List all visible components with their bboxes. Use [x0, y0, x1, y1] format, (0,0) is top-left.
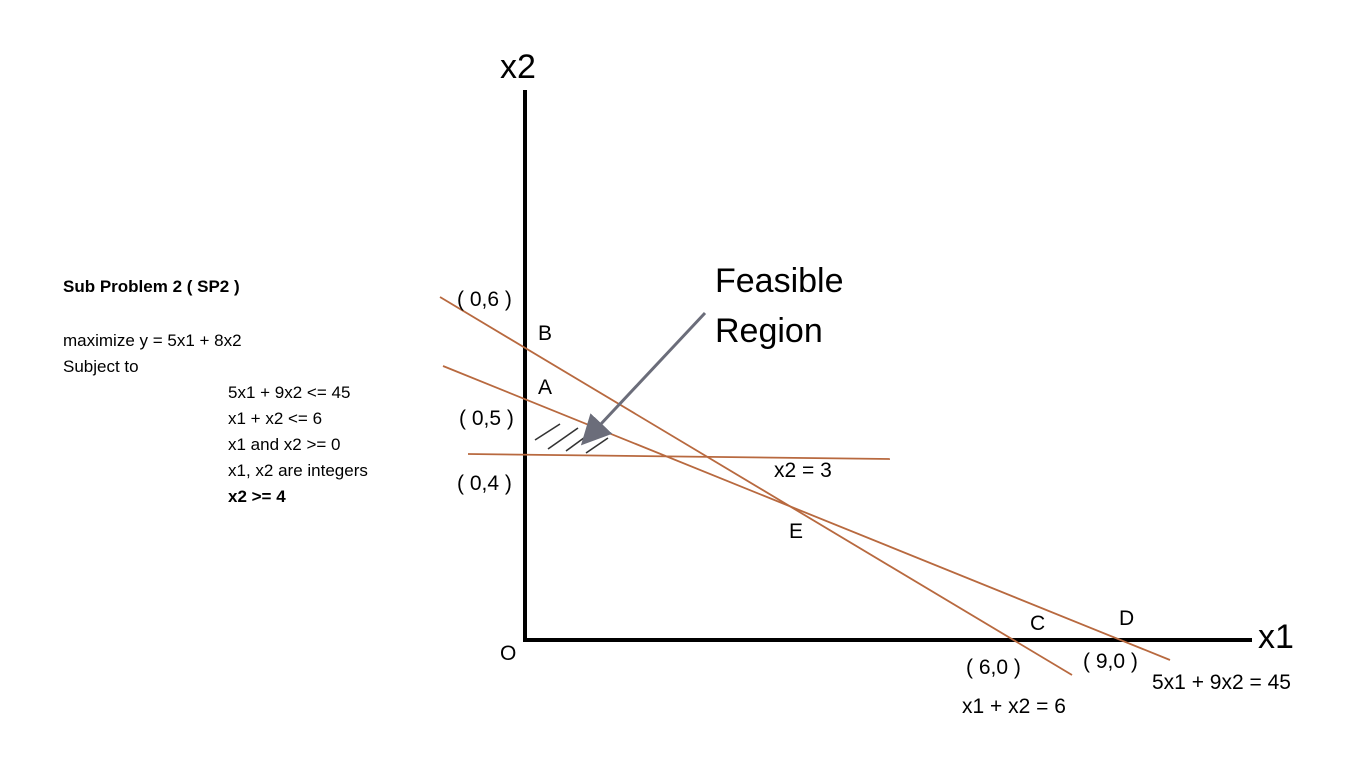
point-d-label: D	[1119, 607, 1134, 630]
problem-title: Sub Problem 2 ( SP2 )	[63, 277, 240, 296]
intercept-0-5: ( 0,5 )	[459, 407, 514, 430]
problem-statement: Sub Problem 2 ( SP2 ) maximize y = 5x1 +…	[63, 274, 368, 510]
line-x1-plus-x2-6-label: x1 + x2 = 6	[962, 695, 1066, 718]
constraint-3: x1 and x2 >= 0	[228, 435, 341, 454]
origin-label: O	[500, 642, 516, 665]
x-axis-label: x1	[1258, 618, 1294, 656]
constraint-1: 5x1 + 9x2 <= 45	[228, 383, 351, 402]
subject-to-label: Subject to	[63, 357, 139, 376]
point-c-label: C	[1030, 612, 1045, 635]
intercept-0-6: ( 0,6 )	[457, 288, 512, 311]
point-e-label: E	[789, 520, 803, 543]
line-x2-3	[467, 453, 891, 460]
intercept-0-4: ( 0,4 )	[457, 472, 512, 495]
point-a-label: A	[538, 376, 552, 399]
y-axis-label: x2	[500, 48, 536, 86]
intercept-6-0: ( 6,0 )	[966, 656, 1021, 679]
constraint-2: x1 + x2 <= 6	[228, 409, 323, 428]
line-5x1-9x2-45	[442, 365, 1171, 661]
point-b-label: B	[538, 322, 552, 345]
feasible-label: Feasible	[715, 262, 844, 300]
region-label: Region	[715, 312, 823, 350]
line-x2-3-label: x2 = 3	[774, 459, 832, 482]
line-5x1-9x2-45-label: 5x1 + 9x2 = 45	[1152, 671, 1291, 694]
constraint-4: x1, x2 are integers	[228, 461, 368, 480]
feasible-arrow-icon	[580, 311, 707, 446]
constraint-5: x2 >= 4	[228, 487, 286, 506]
line-x1-plus-x2-6	[439, 296, 1073, 676]
intercept-9-0: ( 9,0 )	[1083, 650, 1138, 673]
objective-function: maximize y = 5x1 + 8x2	[63, 331, 242, 350]
